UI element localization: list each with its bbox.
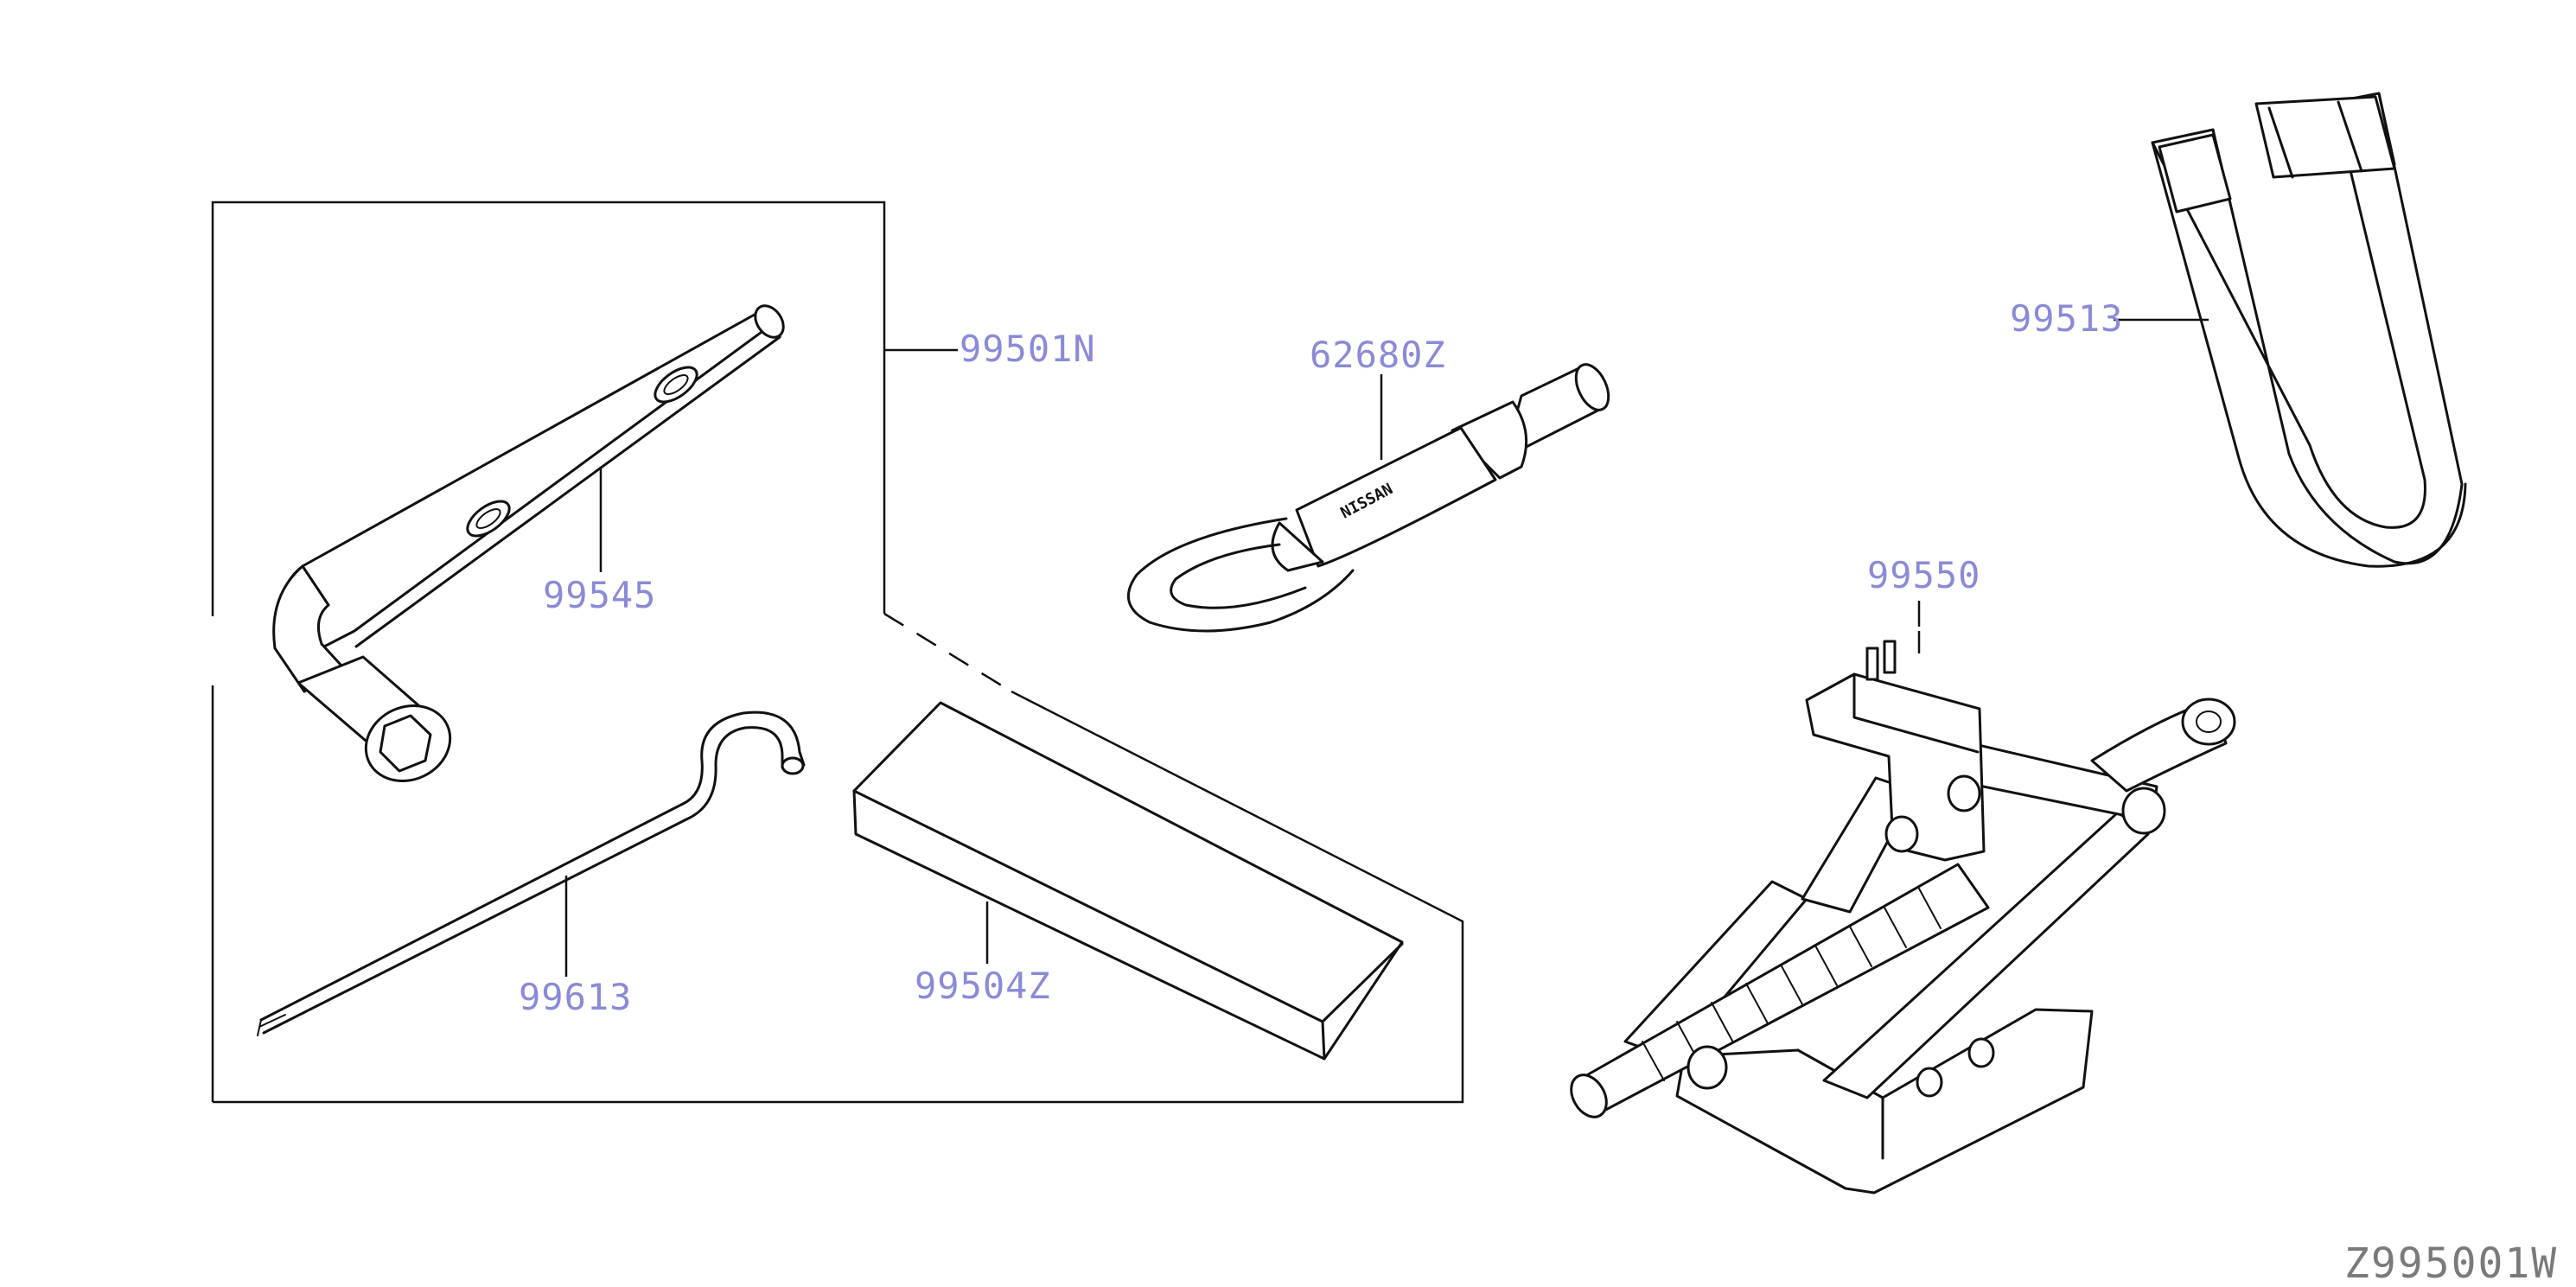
- hub-cap-remover: [2151, 92, 2467, 568]
- tool-set-bracket: [211, 201, 1464, 1104]
- tow-hook: NISSAN: [1127, 363, 1610, 633]
- diagram-reference-code: Z995001W: [2344, 1239, 2558, 1283]
- jack-label[interactable]: 99550: [1867, 554, 1980, 596]
- jack-handle-label[interactable]: 99613: [519, 976, 632, 1018]
- tool-bag: [852, 701, 1404, 1061]
- tool-set-label[interactable]: 99501N: [960, 328, 1096, 370]
- hub-cap-remover-label[interactable]: 99513: [2010, 297, 2123, 340]
- jack-handle: [257, 710, 806, 1036]
- tow-hook-label[interactable]: 62680Z: [1310, 334, 1446, 376]
- jack: [1570, 640, 2236, 1195]
- wheel-wrench: [272, 304, 785, 783]
- tool-bag-label[interactable]: 99504Z: [915, 965, 1051, 1007]
- wheel-wrench-label[interactable]: 99545: [543, 574, 656, 616]
